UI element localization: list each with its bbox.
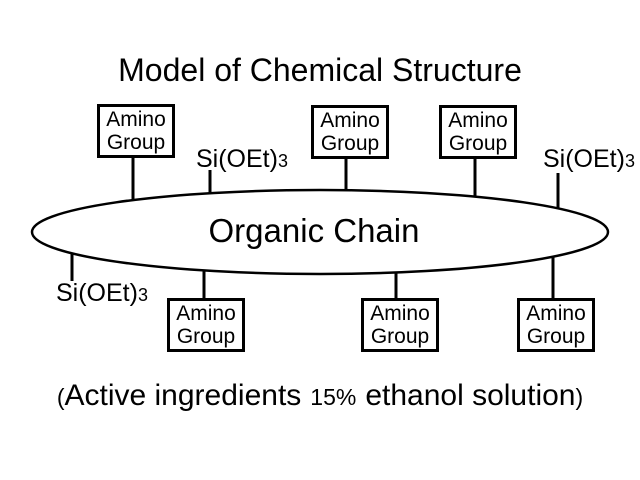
caption-part2: ethanol solution xyxy=(365,379,576,412)
caption-open-paren: ( xyxy=(56,384,65,410)
si-oet-subscript: 3 xyxy=(277,151,288,171)
amino-box-line1: Amino xyxy=(106,108,166,131)
amino-box-line1: Amino xyxy=(448,109,508,132)
caption-part1: Active ingredients xyxy=(64,379,302,412)
amino-box-line2: Group xyxy=(526,325,586,348)
amino-group-box-bottom-left: Amino Group xyxy=(167,298,245,352)
amino-box-line1: Amino xyxy=(526,302,586,325)
si-oet-base: Si(OEt) xyxy=(543,145,625,173)
si-oet-subscript: 3 xyxy=(137,285,148,305)
amino-group-box-bottom-right: Amino Group xyxy=(517,298,595,352)
si-oet-subscript: 3 xyxy=(624,151,635,171)
diagram-title: Model of Chemical Structure xyxy=(118,52,522,88)
caption-close-paren: ) xyxy=(575,384,584,410)
amino-group-box-top-right: Amino Group xyxy=(439,105,517,159)
amino-box-line2: Group xyxy=(106,131,166,154)
amino-box-line2: Group xyxy=(176,325,236,348)
caption-active-ingredients: (Active ingredients 15% ethanol solution) xyxy=(0,379,640,413)
si-oet3-label-bottom-left: Si(OEt)3 xyxy=(56,279,148,308)
amino-group-box-bottom-middle: Amino Group xyxy=(361,298,439,352)
si-oet3-label-top-left: Si(OEt)3 xyxy=(196,145,288,174)
amino-box-line1: Amino xyxy=(370,302,430,325)
si-oet-base: Si(OEt) xyxy=(196,145,278,173)
organic-chain-label: Organic Chain xyxy=(208,212,420,249)
amino-box-line2: Group xyxy=(320,132,380,155)
amino-box-line2: Group xyxy=(448,132,508,155)
amino-group-box-top-left: Amino Group xyxy=(97,104,175,158)
caption-percent: 15% xyxy=(310,384,357,410)
amino-group-box-top-middle: Amino Group xyxy=(311,105,389,159)
si-oet-base: Si(OEt) xyxy=(56,279,138,307)
amino-box-line1: Amino xyxy=(320,109,380,132)
si-oet3-label-top-right: Si(OEt)3 xyxy=(543,145,635,174)
amino-box-line1: Amino xyxy=(176,302,236,325)
organic-chain-ellipse xyxy=(30,188,610,276)
amino-box-line2: Group xyxy=(370,325,430,348)
